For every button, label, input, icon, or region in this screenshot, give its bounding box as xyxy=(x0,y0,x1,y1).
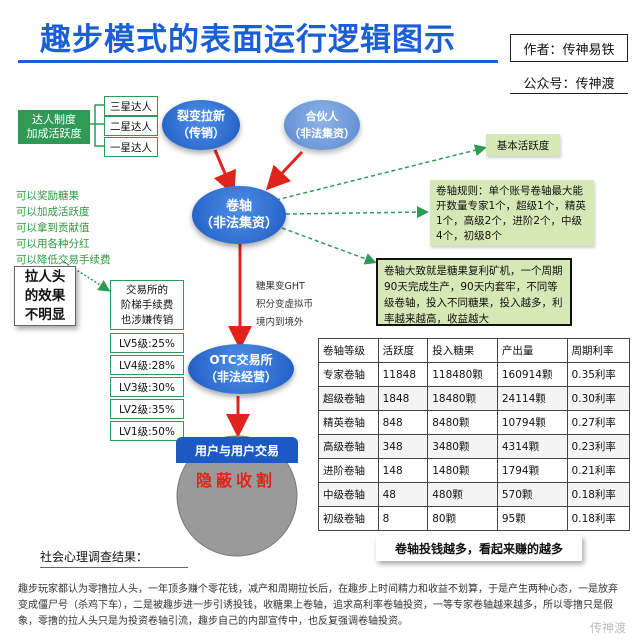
fee-level-4: LV4级:28% xyxy=(110,355,184,375)
table-cell: 进阶卷轴 xyxy=(318,458,379,483)
otc-node: OTC交易所 （非法经营） xyxy=(188,344,294,394)
table-cell: 11848 xyxy=(377,362,429,387)
table-header: 周期利率 xyxy=(566,338,631,363)
table-cell: 0.18利率 xyxy=(566,482,631,507)
table-cell: 0.27利率 xyxy=(566,410,631,435)
table-cell: 1848 xyxy=(377,386,429,411)
table-cell: 148 xyxy=(377,458,429,483)
referral-note: 拉人头 的效果 不明显 xyxy=(14,266,76,326)
table-cell: 348 xyxy=(377,434,429,459)
star-bracket xyxy=(90,104,104,147)
author-label: 作者：传神易铁 xyxy=(510,34,628,62)
harvest-label: 隐蔽收割 xyxy=(195,471,276,490)
link-scroll-rules xyxy=(285,206,429,219)
table-cell: 4314颗 xyxy=(496,434,568,459)
table-cell: 精英卷轴 xyxy=(318,410,379,435)
table-cell: 初级卷轴 xyxy=(318,506,379,531)
fee-level-1: LV1级:50% xyxy=(110,421,184,441)
fee-label-box: 交易所的 阶梯手续费 也涉嫌传销 xyxy=(110,280,184,330)
link-scroll-basic xyxy=(275,144,487,201)
benefit-item: 可以奖励糖果 xyxy=(16,190,79,202)
benefit-item: 可以降低交易手续费 xyxy=(16,254,111,266)
harvest-circle xyxy=(176,435,298,557)
flow-note: 境内到境外 xyxy=(256,317,304,328)
conclusion-text: 趣步玩家都认为零撸拉人头，一年顶多赚个零花钱，减产和周期拉长后，在趣步上时间精力… xyxy=(18,584,618,627)
basic-activity-box: 基本活跃度 xyxy=(486,134,560,156)
fee-level-2: LV2级:35% xyxy=(110,399,184,419)
slogan-box: 卷轴投钱越多，看起来赚的越多 xyxy=(376,535,582,561)
table-cell: 0.35利率 xyxy=(566,362,631,387)
table-cell: 0.21利率 xyxy=(566,458,631,483)
table-cell: 超级卷轴 xyxy=(318,386,379,411)
viral-node: 裂变拉新 （传销） xyxy=(162,100,240,150)
exchange-box: 用户与用户交易 xyxy=(176,437,298,463)
table-header: 活跃度 xyxy=(377,338,429,363)
table-header: 卷轴等级 xyxy=(318,338,379,363)
benefit-item: 可以加成活跃度 xyxy=(16,206,90,218)
table-cell: 0.30利率 xyxy=(566,386,631,411)
partner-node: 合伙人 （非法集资） xyxy=(284,100,360,150)
benefit-item: 可以拿到贡献值 xyxy=(16,222,90,234)
fee-level-3: LV3级:30% xyxy=(110,377,184,397)
table-cell: 0.23利率 xyxy=(566,434,631,459)
table-header-row: 卷轴等级 活跃度 投入糖果 产出量 周期利率 xyxy=(318,338,631,363)
table-cell: 480颗 xyxy=(427,482,498,507)
watermark: 传神渡 xyxy=(589,621,626,635)
page-title: 趣步模式的表面运行逻辑图示 xyxy=(40,22,456,58)
account-label: 公众号：传神渡 xyxy=(510,72,628,94)
flow-notes: 糖果变GHT 积分变虚拟币 境内到境外 xyxy=(256,278,313,332)
star-level-2: 二星达人 xyxy=(104,116,158,136)
link-scroll-summary xyxy=(281,227,377,265)
table-cell: 8 xyxy=(377,506,429,531)
table-cell: 0.18利率 xyxy=(566,506,631,531)
survey-label: 社会心理调查结果： xyxy=(40,546,188,568)
table-cell: 1794颗 xyxy=(496,458,568,483)
table-cell: 10794颗 xyxy=(496,410,568,435)
star-level-3: 三星达人 xyxy=(104,96,158,116)
table-cell: 高级卷轴 xyxy=(318,434,379,459)
arrow-viral-to-scroll xyxy=(213,149,237,196)
scroll-node: 卷轴 （非法集资） xyxy=(192,186,286,244)
table-cell: 570颗 xyxy=(496,482,568,507)
table-cell: 848 xyxy=(377,410,429,435)
table-cell: 80颗 xyxy=(427,506,498,531)
table-cell: 24114颗 xyxy=(496,386,568,411)
flow-note: 积分变虚拟币 xyxy=(256,299,314,310)
incentive-label-box: 达人制度 加成活跃度 xyxy=(18,110,90,144)
table-cell: 中级卷轴 xyxy=(318,482,379,507)
table-cell: 160914颗 xyxy=(496,362,568,387)
fee-level-5: LV5级:25% xyxy=(110,333,184,353)
benefits-list: 可以奖励糖果 可以加成活跃度 可以拿到贡献值 可以用各种分红 可以降低交易手续费 xyxy=(16,188,111,268)
table-cell: 专家卷轴 xyxy=(318,362,379,387)
table-header: 投入糖果 xyxy=(427,338,498,363)
table-cell: 18480颗 xyxy=(427,386,498,411)
table-cell: 3480颗 xyxy=(427,434,498,459)
scroll-rules-box: 卷轴规则：单个账号卷轴最大能开数量专家1个，超级1个，精英1个，高级2个，进阶2… xyxy=(430,180,594,246)
title-underline xyxy=(18,60,498,63)
table-cell: 1480颗 xyxy=(427,458,498,483)
table-cell: 8480颗 xyxy=(427,410,498,435)
table-cell: 48 xyxy=(377,482,429,507)
star-level-1: 一星达人 xyxy=(104,137,158,157)
arrow-partner-to-scroll xyxy=(265,150,304,191)
flow-note: 糖果变GHT xyxy=(256,281,305,292)
table-cell: 95颗 xyxy=(496,506,568,531)
benefit-item: 可以用各种分红 xyxy=(16,238,90,250)
table-cell: 118480颗 xyxy=(427,362,498,387)
table-header: 产出量 xyxy=(496,338,568,363)
scroll-summary-box: 卷轴大致就是糖果复利矿机，一个周期90天完成生产，90天内套牢，不同等级卷轴，投… xyxy=(376,258,572,326)
